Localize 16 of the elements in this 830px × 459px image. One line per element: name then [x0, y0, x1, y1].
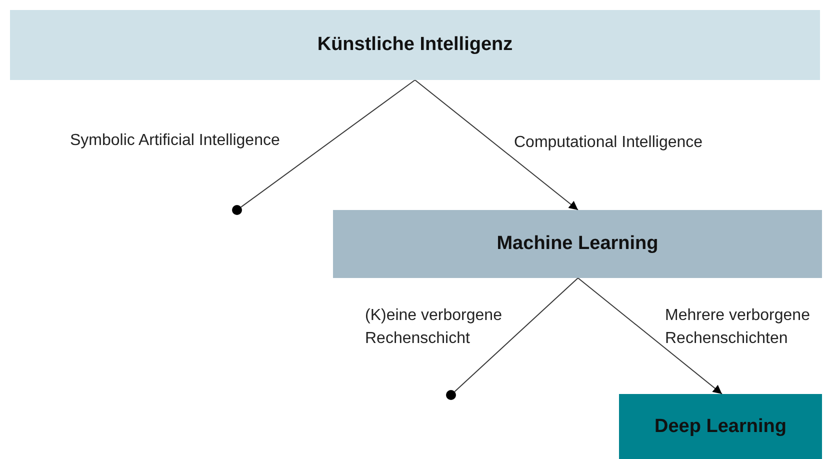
edge-label: Symbolic Artificial Intelligence: [70, 131, 280, 151]
connector-line: [240, 80, 416, 208]
edge-label: (K)eine verborgene Rechenschicht: [365, 306, 503, 349]
endpoint-dot: [232, 205, 242, 215]
connector-line: [454, 278, 578, 392]
category-title: Machine Learning: [496, 233, 658, 255]
category-box: [10, 10, 820, 80]
edge-label: Mehrere verborgene Rechenschichten: [665, 306, 811, 349]
category-title: Deep Learning: [654, 416, 786, 438]
category-box: [333, 210, 822, 278]
edge-label: Computational Intelligence: [514, 133, 703, 153]
endpoint-dot: [446, 390, 456, 400]
connector-line: [414, 80, 578, 210]
category-box: [619, 394, 822, 459]
connector-line: [578, 278, 722, 394]
category-title: Künstliche Intelligenz: [317, 34, 513, 56]
